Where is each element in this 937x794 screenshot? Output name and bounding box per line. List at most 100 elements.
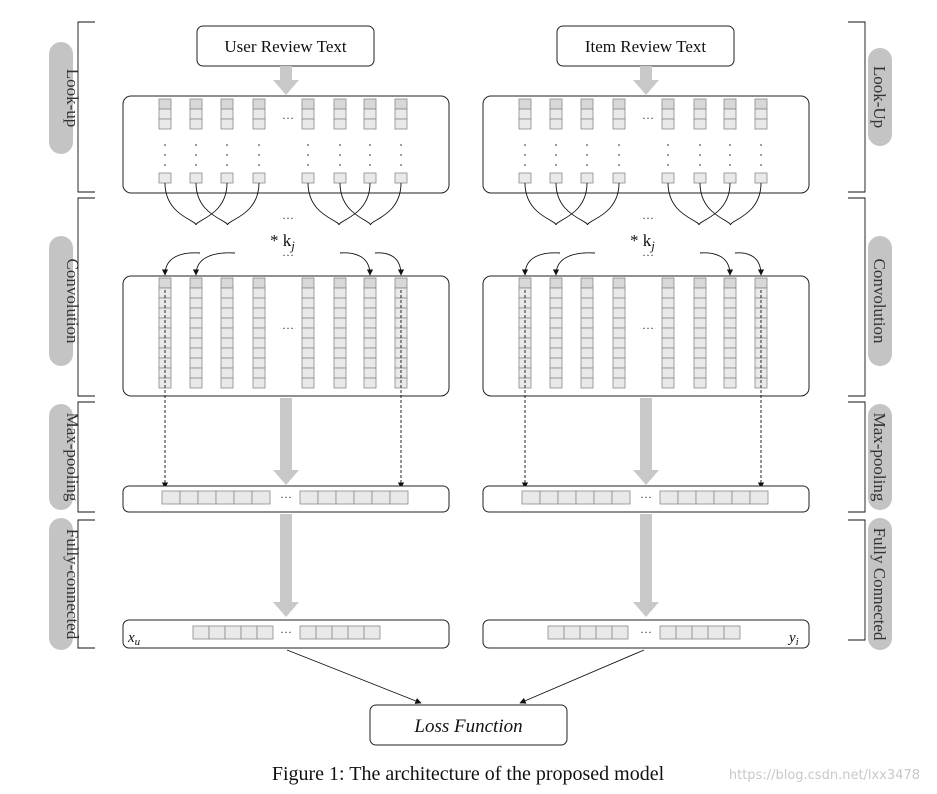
user-lookup-embedding-cell (333, 172, 347, 184)
item-kernel-wire (699, 182, 762, 226)
item-feature-map-cell (612, 277, 626, 289)
item-feature-map-cell (661, 377, 675, 389)
item-feature-map-cell (580, 327, 594, 339)
item-feature-map-cell (549, 347, 563, 359)
item-feature-map-cell (580, 367, 594, 379)
item-lookup-vertical-dot (524, 144, 526, 146)
user-feature-map-cell (189, 287, 203, 299)
user-lookup-vertical-dot (195, 164, 197, 166)
user-feature-map-cell (301, 277, 315, 289)
item-feature-map-cell (612, 297, 626, 309)
user-maxpooling-ellipsis: ··· (280, 490, 292, 504)
bracket-convolution-left (77, 197, 95, 397)
user-tower: ·················· (122, 95, 450, 649)
item-feature-map-cell (693, 337, 707, 349)
user-feature-map-cell (333, 327, 347, 339)
user-feature-map-cell (220, 327, 234, 339)
label-pill-lookup-right (868, 48, 892, 146)
user-lookup-embedding-cell (252, 108, 266, 120)
user-feature-map-cell (301, 347, 315, 359)
user-lookup-embedding-cell (158, 172, 172, 184)
layer-label-maxpooling-right: Max-pooling (870, 413, 889, 502)
item-lookup-embedding-cell (549, 172, 563, 184)
item-flow-arrow-conv-to-pool (633, 398, 659, 485)
item-lookup-vertical-dot (667, 144, 669, 146)
flow-arrow-user-input (273, 66, 299, 95)
item-pooled-cell (695, 490, 715, 505)
item-lookup-embedding-cell (661, 98, 675, 110)
user-feature-map-cell (333, 287, 347, 299)
user-feature-map-cell (189, 357, 203, 369)
edge-item-to-loss (519, 649, 645, 704)
edge-user-to-loss (286, 649, 422, 704)
user-lookup-vertical-dot (339, 164, 341, 166)
user-feature-map-cell (301, 337, 315, 349)
item-feature-map-cell (580, 317, 594, 329)
item-lookup-embedding-cell (693, 172, 707, 184)
loss-function-label: Loss Function (413, 716, 522, 737)
user-kernel-output-arrow (192, 252, 236, 276)
item-pooled-cell (659, 490, 679, 505)
bracket-fc-right (848, 519, 866, 641)
user-lookup-vertical-dot (307, 144, 309, 146)
layer-label-lookup-left: Look-up (63, 69, 82, 128)
bracket-convolution-right (848, 197, 866, 397)
user-latent-vector-cell (224, 625, 242, 640)
item-feature-map-cell (549, 297, 563, 309)
item-feature-map-cell (661, 337, 675, 349)
user-latent-vector-cell (208, 625, 226, 640)
user-feature-map-cell (363, 277, 377, 289)
item-latent-vector-cell (675, 625, 693, 640)
item-feature-map-cell (723, 287, 737, 299)
item-feature-map-cell (549, 277, 563, 289)
item-lookup-embedding-cell (518, 108, 532, 120)
item-lookup-vertical-dot (699, 144, 701, 146)
user-feature-map-cell (363, 327, 377, 339)
user-pooled-cell (251, 490, 271, 505)
item-lookup-embedding-cell (693, 108, 707, 120)
item-feature-map-cell (612, 327, 626, 339)
user-pooled-cell (233, 490, 253, 505)
label-pill-convolution-right (868, 236, 892, 366)
user-convolution-ellipsis: ··· (282, 321, 294, 335)
item-lookup-vertical-dot (586, 144, 588, 146)
user-lookup-embedding-cell (301, 172, 315, 184)
user-feature-map-cell (220, 277, 234, 289)
item-lookup-embedding-cell (612, 118, 626, 130)
user-lookup-vertical-dot (258, 154, 260, 156)
item-lookup-embedding-cell (723, 118, 737, 130)
user-feature-map-cell (363, 347, 377, 359)
user-feature-map-cell (252, 317, 266, 329)
item-lookup-vertical-dot (729, 144, 731, 146)
item-feature-map-cell (612, 307, 626, 319)
user-feature-map-cell (363, 357, 377, 369)
item-maxpooling-ellipsis: ··· (640, 490, 652, 504)
user-lookup-embedding-cell (158, 108, 172, 120)
user-lookup-vertical-dot (226, 164, 228, 166)
user-lookup-vertical-dot (164, 154, 166, 156)
item-feature-map-cell (580, 277, 594, 289)
item-feature-map-cell (661, 347, 675, 359)
user-lookup-vertical-dot (339, 154, 341, 156)
bracket-maxpooling-left (77, 401, 95, 513)
item-latent-vector-cell (563, 625, 581, 640)
user-latent-vector-cell (363, 625, 381, 640)
user-feature-map-cell (333, 297, 347, 309)
user-lookup-embedding-cell (220, 98, 234, 110)
user-pooled-cell (353, 490, 373, 505)
user-feature-map-cell (363, 367, 377, 379)
user-lookup-embedding-cell (220, 108, 234, 120)
item-latent-vector-cell (659, 625, 677, 640)
user-lookup-vertical-dot (339, 144, 341, 146)
user-latent-vector-cell (299, 625, 317, 640)
item-lookup-embedding-cell (612, 108, 626, 120)
item-feature-map-cell (612, 347, 626, 359)
item-flow-arrow-pool-to-fc (633, 514, 659, 617)
item-feature-map-cell (754, 277, 768, 289)
item-feature-map-cell (693, 327, 707, 339)
bracket-maxpooling-right (848, 401, 866, 513)
user-kernel-wires (164, 182, 402, 226)
item-kernel-output-arrow (699, 252, 734, 276)
item-feature-map-cell (693, 347, 707, 359)
user-lookup-vertical-dot (369, 144, 371, 146)
